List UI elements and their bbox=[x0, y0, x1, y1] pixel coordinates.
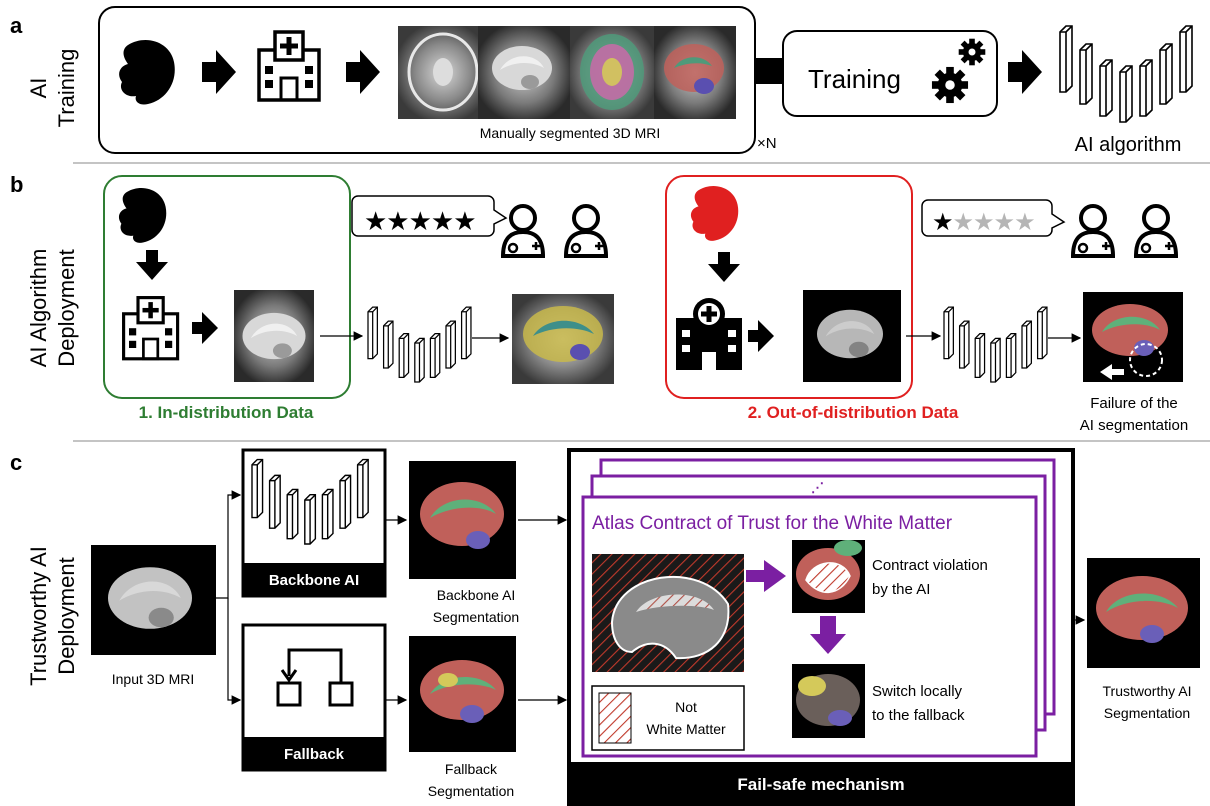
fail-safe-label: Fail-safe mechanism bbox=[737, 775, 904, 794]
failure-caption-line2: AI segmentation bbox=[1080, 417, 1188, 434]
arrow-icon bbox=[346, 50, 380, 94]
fallback-seg-caption-line1: Fallback bbox=[445, 761, 498, 777]
out-of-distribution-label: 2. Out-of-distribution Data bbox=[748, 403, 959, 422]
mri-caption: Manually segmented 3D MRI bbox=[480, 125, 661, 141]
fallback-label: Fallback bbox=[284, 746, 345, 763]
atlas-title: Atlas Contract of Trust for the White Ma… bbox=[592, 513, 953, 534]
panel-c-title-line2: Deployment bbox=[54, 557, 79, 674]
violation-line1: Contract violation bbox=[872, 557, 988, 574]
fallback-seg-caption-line2: Segmentation bbox=[428, 783, 514, 799]
arrow-icon bbox=[202, 50, 236, 94]
ai-algorithm-network bbox=[1059, 25, 1193, 123]
violation-crop bbox=[792, 540, 865, 613]
panel-c-letter: c bbox=[10, 450, 22, 475]
atlas-mri bbox=[592, 554, 744, 672]
purple-arrow-icon bbox=[746, 560, 786, 592]
panel-b-title-line1: AI Algorithm bbox=[26, 249, 51, 368]
panel-a-title-line2: Training bbox=[54, 49, 79, 128]
connector-bar bbox=[755, 58, 783, 84]
panel-c-title-line1: Trustworthy AI bbox=[26, 546, 51, 686]
output-caption-line2: Segmentation bbox=[1104, 705, 1190, 721]
fallback-crop bbox=[792, 664, 865, 738]
more-dots: ⋰ bbox=[811, 480, 824, 495]
purple-down-arrow-icon bbox=[810, 616, 846, 654]
panel-a-title-line1: AI bbox=[26, 78, 51, 99]
ood-network bbox=[943, 306, 1048, 383]
input-mri-caption: Input 3D MRI bbox=[112, 671, 194, 687]
doctor-icon bbox=[1071, 204, 1115, 258]
panel-b-title-line2: Deployment bbox=[54, 249, 79, 366]
doctor-icon bbox=[501, 204, 545, 258]
failed-segmentation bbox=[1083, 292, 1183, 382]
backbone-seg-caption-line2: Segmentation bbox=[433, 609, 519, 625]
doctor-icon bbox=[564, 204, 608, 258]
fallback-icon bbox=[276, 648, 354, 707]
legend-line1: Not bbox=[675, 699, 697, 715]
down-arrow-icon bbox=[136, 250, 168, 280]
ood-rating: ★★★★★ bbox=[932, 209, 1035, 236]
in-dist-rating: ★★★★★ bbox=[364, 206, 476, 236]
panel-b-letter: b bbox=[10, 172, 23, 197]
ai-algorithm-caption: AI algorithm bbox=[1075, 134, 1182, 156]
panel-a-letter: a bbox=[10, 13, 23, 38]
backbone-segmentation bbox=[409, 461, 516, 579]
failure-caption-line1: Failure of the bbox=[1090, 395, 1178, 412]
training-label: Training bbox=[808, 64, 901, 94]
times-n-label: ×N bbox=[757, 135, 777, 152]
violation-line2: by the AI bbox=[872, 581, 930, 598]
in-dist-network bbox=[367, 306, 472, 383]
rating-bubble bbox=[351, 195, 508, 237]
in-dist-segmentation bbox=[512, 294, 614, 384]
input-mri bbox=[91, 545, 216, 655]
doctor-icon bbox=[1134, 204, 1178, 258]
mri-strip bbox=[398, 26, 736, 119]
output-caption-line1: Trustworthy AI bbox=[1103, 683, 1192, 699]
switch-line2: to the fallback bbox=[872, 707, 965, 724]
fallback-segmentation bbox=[409, 636, 516, 752]
arrow-icon bbox=[192, 312, 218, 344]
arrow-icon bbox=[748, 320, 774, 352]
trustworthy-segmentation bbox=[1087, 558, 1200, 668]
switch-line1: Switch locally bbox=[872, 683, 963, 700]
arrow-icon bbox=[1008, 50, 1042, 94]
rating-bubble bbox=[921, 199, 1066, 237]
backbone-ai-label: Backbone AI bbox=[269, 572, 359, 589]
in-distribution-label: 1. In-distribution Data bbox=[139, 403, 314, 422]
gear-icon bbox=[931, 66, 969, 104]
legend-line2: White Matter bbox=[646, 721, 726, 737]
backbone-seg-caption-line1: Backbone AI bbox=[437, 587, 516, 603]
gear-icon bbox=[958, 38, 986, 66]
down-arrow-icon bbox=[708, 252, 740, 282]
hospital-icon bbox=[676, 298, 742, 370]
